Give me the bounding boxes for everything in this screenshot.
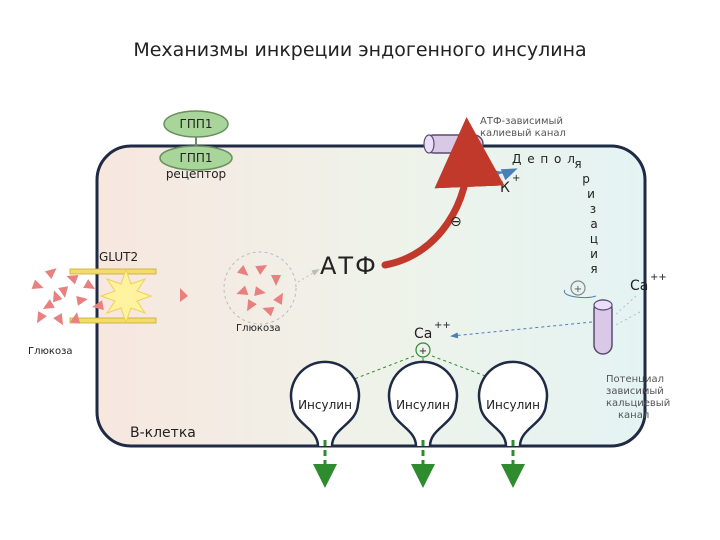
glucose-triangle-icon — [247, 299, 257, 312]
vcc-channel-cap — [593, 299, 613, 311]
insulin-granule-3-label: Инсулин — [486, 398, 540, 412]
k-ion-label: К — [500, 180, 510, 196]
glucose-outside-label: Глюкоза — [28, 346, 73, 357]
beta-cell-membrane — [95, 144, 647, 448]
depolarization-link — [563, 289, 597, 299]
k-ion-charge: + — [512, 173, 520, 184]
b-cell-label: В-клетка — [130, 425, 196, 441]
gpp1-receptor-label-2: рецептор — [166, 167, 226, 181]
insulin-granule-1-label: Инсулин — [298, 398, 352, 412]
glucose-moving-triangle — [180, 288, 188, 302]
glucose-triangle-icon — [255, 265, 268, 275]
insulin-granule-3-body — [477, 360, 549, 447]
glucose-triangle-icon — [37, 311, 47, 324]
ca-inside-charge: ++ — [434, 320, 451, 331]
vcc-label-1: Потенциал — [606, 374, 664, 385]
katp-label-2: калиевый канал — [480, 128, 566, 139]
glucose-triangle-icon — [254, 286, 266, 297]
glucose-triangle-icon — [58, 286, 69, 298]
atp-label: АТФ — [320, 252, 378, 280]
gpp1-label: ГПП1 — [180, 117, 213, 131]
vcc-label-4: канал — [618, 410, 649, 421]
depolarization-letter: р — [582, 172, 590, 186]
glucose-triangle-icon — [42, 299, 55, 309]
gpp1-receptor-label-1: ГПП1 — [180, 151, 213, 165]
depolarization-plus-icon — [570, 280, 586, 296]
glucose-inside-label: Глюкоза — [236, 323, 281, 334]
glucose-triangle-icon — [83, 279, 96, 289]
glut2-bar-bottom — [69, 317, 157, 324]
vcc-label-3: кальциевый — [606, 398, 670, 409]
ca-to-granule-3-arrow — [431, 355, 516, 389]
glucose-triangle-icon — [53, 290, 63, 303]
depolarization-letter: з — [590, 202, 596, 216]
vcc-channel-group: Потенциал зависимый кальциевый канал — [593, 299, 670, 421]
inhibition-minus-icon: ⊖ — [450, 214, 462, 230]
glucose-triangle-icon — [262, 307, 275, 317]
diagram-title: Механизмы инкреции эндогенного инсулина — [133, 39, 586, 61]
glucose-triangle-icon — [70, 312, 81, 324]
glut2-label: GLUT2 — [99, 250, 138, 264]
depolarization-letter: а — [590, 217, 597, 231]
glucose-triangle-icon — [44, 268, 57, 280]
ca-plus-sign: + — [419, 346, 427, 357]
ca-to-granule-1-arrow — [332, 355, 415, 389]
glucose-inside-region — [223, 251, 297, 325]
insulin-granule-2-label: Инсулин — [396, 398, 450, 412]
vcc-label-2: зависимый — [606, 386, 664, 397]
atp-inhibition-arrow — [381, 117, 505, 269]
glucose-triangle-icon — [273, 292, 283, 305]
depolarization-label-top: Д е п о л — [512, 152, 576, 166]
insulin-granule-2-body — [387, 360, 459, 447]
depolarization-letter: и — [590, 247, 598, 261]
glucose-triangle-icon — [76, 295, 88, 306]
glut2-bar-top — [69, 268, 157, 275]
insulin-granule-1-body — [289, 360, 361, 447]
gpp1-receptor-group: ГПП1 ГПП1 рецептор — [159, 110, 233, 181]
depolarization-letter: ц — [590, 232, 598, 246]
insulin-granule-2: Инсулин — [387, 360, 459, 488]
depolarization-letter: я — [590, 262, 597, 276]
depolarization-plus-sign: + — [574, 284, 582, 295]
gpp1-receptor — [159, 145, 233, 171]
glucose-triangle-icon — [31, 279, 44, 289]
glucose-inside-cluster — [236, 264, 283, 317]
ca-outside-charge: ++ — [650, 272, 667, 283]
glucose-to-atp-arrow — [297, 268, 320, 283]
glut2-flash-icon — [99, 268, 153, 324]
glucose-triangle-icon — [271, 275, 281, 286]
depolarization-letter: я — [574, 157, 581, 171]
katp-label-1: АТФ-зависимый — [480, 116, 563, 127]
glucose-triangle-icon — [92, 300, 104, 311]
glut2-transporter-group: GLUT2 — [69, 250, 157, 324]
insulin-granule-1: Инсулин — [289, 360, 361, 488]
glucose-triangle-icon — [53, 313, 63, 326]
katp-channel-cap — [423, 134, 435, 154]
glucose-outside-cluster — [31, 268, 104, 326]
depolarization-letter: и — [587, 187, 595, 201]
glucose-triangle-icon — [66, 275, 79, 285]
glucose-triangle-icon — [236, 264, 249, 276]
ca-plus-icon — [415, 342, 431, 358]
ca-outside-label: Ca — [630, 278, 648, 294]
ca-inside-label: Ca — [414, 326, 432, 342]
insulin-granule-3: Инсулин — [477, 360, 549, 488]
glucose-triangle-icon — [236, 285, 249, 295]
